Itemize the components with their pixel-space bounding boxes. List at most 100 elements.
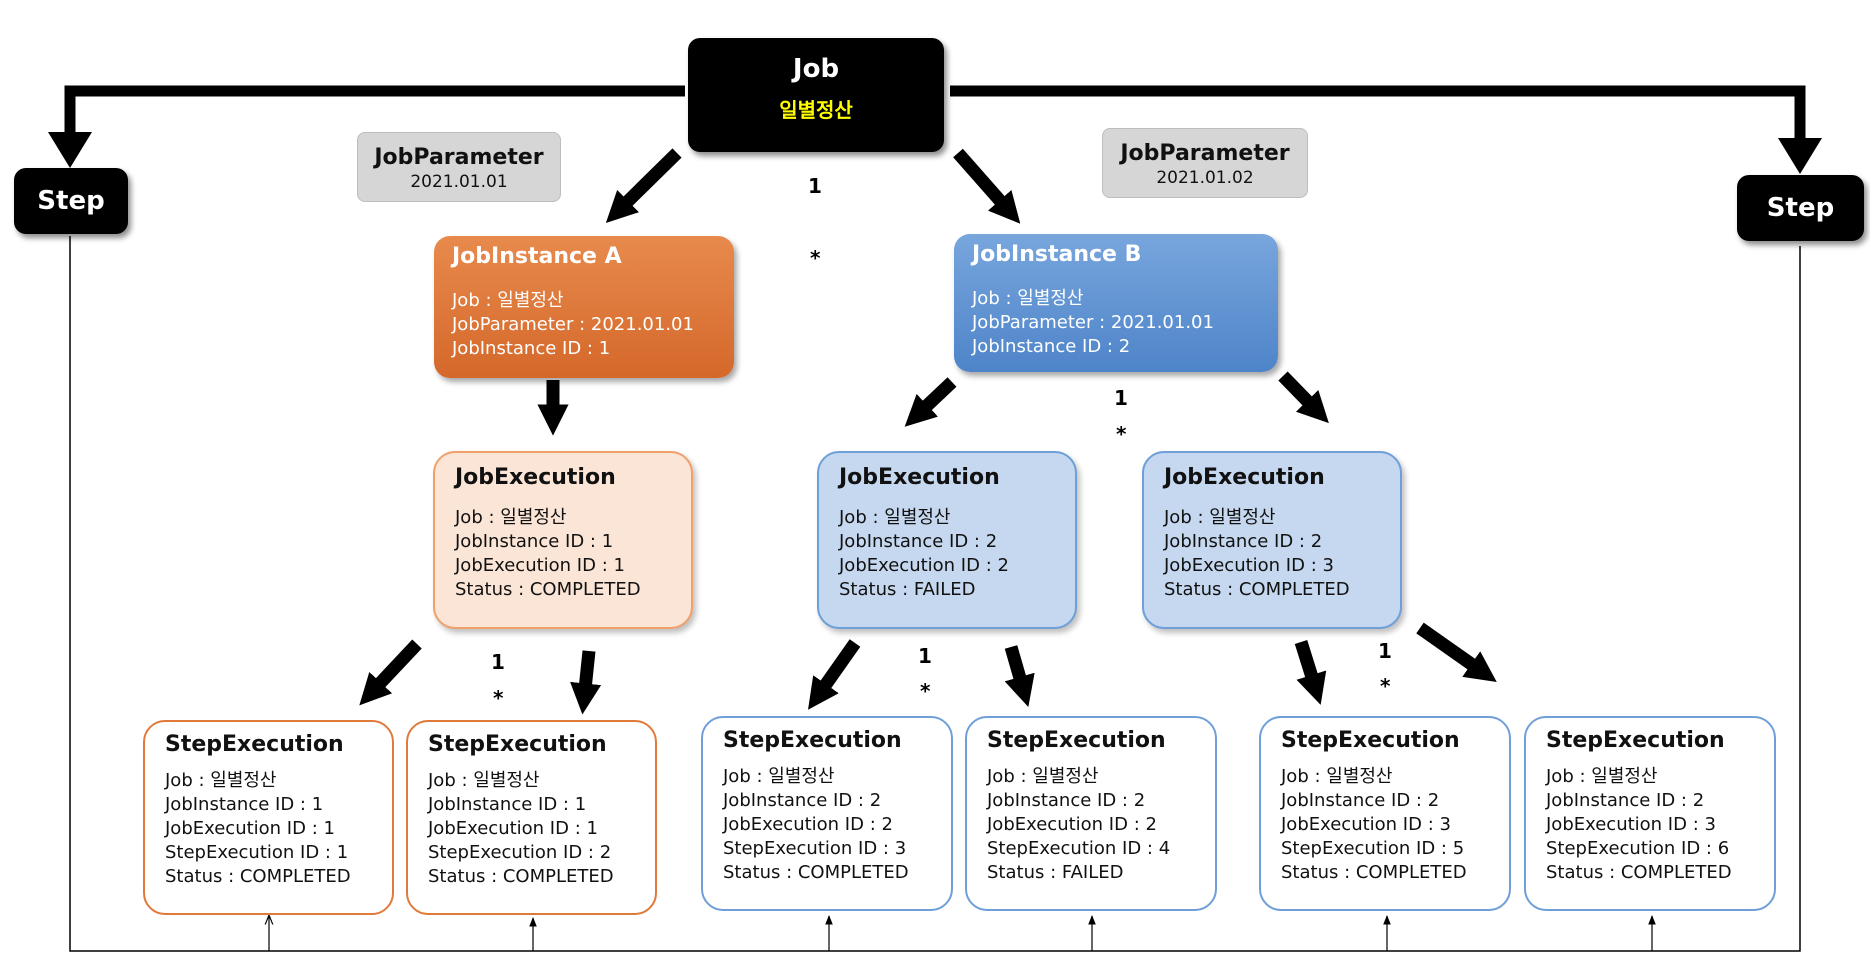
job-parameter-title: JobParameter — [1120, 141, 1290, 166]
step-execution-line: Job : 일별정산 — [1281, 766, 1393, 787]
multiplicity-one: 1 — [1114, 386, 1128, 410]
step-execution-title: StepExecution — [428, 732, 607, 757]
job-execution-line: JobExecution ID : 3 — [1164, 555, 1334, 576]
step-execution-line: Status : FAILED — [987, 862, 1124, 883]
job-execution-title: JobExecution — [839, 465, 1000, 490]
step-execution-title: StepExecution — [987, 728, 1166, 753]
instance-b-to-execution-2-arrow — [904, 377, 957, 427]
job-execution-line: Status : COMPLETED — [455, 579, 641, 600]
multiplicity-one: 1 — [491, 650, 505, 674]
job-execution-line: JobInstance ID : 2 — [1164, 531, 1323, 552]
execution-2-to-step-3-arrow — [808, 639, 861, 710]
job-to-left-step-line — [64, 85, 685, 150]
multiplicity-many: * — [493, 686, 504, 710]
step-execution-line: Job : 일별정산 — [1546, 766, 1658, 787]
step-frame-line — [69, 236, 1801, 952]
job-execution-line: JobInstance ID : 2 — [839, 531, 998, 552]
multiplicity-one: 1 — [918, 644, 932, 668]
step-execution-line: StepExecution ID : 5 — [1281, 838, 1465, 859]
left-step-arrowhead — [48, 132, 92, 168]
step-execution-line: JobInstance ID : 1 — [428, 794, 587, 815]
step-execution-node: StepExecution Job : 일별정산 JobInstance ID … — [143, 720, 394, 915]
step-execution-line: Status : COMPLETED — [428, 866, 614, 887]
step-execution-node: StepExecution Job : 일별정산 JobInstance ID … — [1524, 716, 1776, 911]
job-execution-node: JobExecution Job : 일별정산 JobInstance ID :… — [1142, 451, 1402, 629]
step-execution-line: JobExecution ID : 3 — [1281, 814, 1451, 835]
step-execution-line: Status : COMPLETED — [165, 866, 351, 887]
job-execution-line: Status : COMPLETED — [1164, 579, 1350, 600]
multiplicity-many: * — [1380, 674, 1391, 698]
job-execution-node: JobExecution Job : 일별정산 JobInstance ID :… — [433, 451, 693, 629]
job-instance-b-node: JobInstance B Job : 일별정산 JobParameter : … — [954, 234, 1278, 372]
job-to-instance-b-arrow — [953, 148, 1021, 224]
step-execution-node: StepExecution Job : 일별정산 JobInstance ID … — [1259, 716, 1511, 911]
multiplicity-one: 1 — [1378, 639, 1392, 663]
job-execution-title: JobExecution — [1164, 465, 1325, 490]
job-instance-line: Job : 일별정산 — [972, 288, 1084, 309]
job-execution-line: JobInstance ID : 1 — [455, 531, 614, 552]
step-execution-line: JobInstance ID : 2 — [723, 790, 882, 811]
job-instance-line: JobInstance ID : 2 — [972, 336, 1131, 357]
execution-3-to-step-6-arrow — [1416, 622, 1497, 682]
step-execution-line: JobInstance ID : 2 — [987, 790, 1146, 811]
step-node-left: Step — [14, 168, 128, 234]
step-execution-line: JobExecution ID : 2 — [723, 814, 893, 835]
multiplicity-many: * — [1116, 422, 1127, 446]
step-execution-line: JobExecution ID : 3 — [1546, 814, 1716, 835]
job-execution-line: Status : FAILED — [839, 579, 976, 600]
job-instance-title: JobInstance A — [452, 244, 622, 269]
job-execution-line: Job : 일별정산 — [1164, 507, 1276, 528]
multiplicity-many: * — [920, 679, 931, 703]
job-node: Job 일별정산 — [688, 38, 944, 152]
job-execution-line: JobExecution ID : 2 — [839, 555, 1009, 576]
job-instance-line: JobParameter : 2021.01.01 — [972, 312, 1214, 333]
step-execution-line: Job : 일별정산 — [428, 770, 540, 791]
job-to-instance-a-arrow — [605, 148, 682, 223]
step-execution-line: Status : COMPLETED — [723, 862, 909, 883]
job-execution-node: JobExecution Job : 일별정산 JobInstance ID :… — [817, 451, 1077, 629]
job-parameter-value: 2021.01.01 — [410, 172, 508, 192]
step-execution-line: Job : 일별정산 — [165, 770, 277, 791]
step-execution-node: StepExecution Job : 일별정산 JobInstance ID … — [701, 716, 953, 911]
step-execution-node: StepExecution Job : 일별정산 JobInstance ID … — [965, 716, 1217, 911]
job-title: Job — [792, 54, 840, 84]
step-execution-line: JobInstance ID : 2 — [1281, 790, 1440, 811]
step-execution-line: StepExecution ID : 1 — [165, 842, 349, 863]
step-execution-line: Job : 일별정산 — [723, 766, 835, 787]
job-instance-line: JobParameter : 2021.01.01 — [452, 314, 694, 335]
step-execution-line: Job : 일별정산 — [987, 766, 1099, 787]
step-execution-line: JobExecution ID : 1 — [165, 818, 335, 839]
execution-1-to-step-1-arrow — [359, 639, 422, 706]
step-execution-title: StepExecution — [1546, 728, 1725, 753]
step-right-label: Step — [1766, 193, 1835, 223]
multiplicity-one: 1 — [808, 174, 822, 198]
instance-b-to-execution-3-arrow — [1278, 371, 1329, 424]
right-step-arrowhead — [1778, 138, 1822, 174]
job-execution-line: Job : 일별정산 — [455, 507, 567, 528]
step-execution-line: JobExecution ID : 1 — [428, 818, 598, 839]
job-parameter-node: JobParameter 2021.01.02 — [1102, 128, 1308, 198]
step-execution-title: StepExecution — [1281, 728, 1460, 753]
job-instance-line: JobInstance ID : 1 — [452, 338, 611, 359]
job-to-right-step-line — [950, 85, 1806, 150]
job-instance-line: Job : 일별정산 — [452, 290, 564, 311]
job-instance-title: JobInstance B — [972, 242, 1142, 267]
step-execution-node: StepExecution Job : 일별정산 JobInstance ID … — [406, 720, 657, 915]
step-execution-line: JobExecution ID : 2 — [987, 814, 1157, 835]
job-execution-title: JobExecution — [455, 465, 616, 490]
step-execution-line: JobInstance ID : 2 — [1546, 790, 1705, 811]
step-execution-title: StepExecution — [165, 732, 344, 757]
execution-3-to-step-5-arrow — [1294, 640, 1327, 705]
step-execution-line: JobInstance ID : 1 — [165, 794, 324, 815]
job-parameter-title: JobParameter — [374, 145, 544, 170]
job-instance-a-node: JobInstance A Job : 일별정산 JobParameter : … — [434, 236, 734, 378]
step-execution-line: StepExecution ID : 2 — [428, 842, 612, 863]
step-execution-line: StepExecution ID : 6 — [1546, 838, 1730, 859]
job-execution-line: Job : 일별정산 — [839, 507, 951, 528]
step-node-right: Step — [1737, 175, 1864, 241]
step-left-label: Step — [37, 186, 105, 216]
step-execution-line: StepExecution ID : 4 — [987, 838, 1171, 859]
job-parameter-node: JobParameter 2021.01.01 — [357, 132, 561, 202]
